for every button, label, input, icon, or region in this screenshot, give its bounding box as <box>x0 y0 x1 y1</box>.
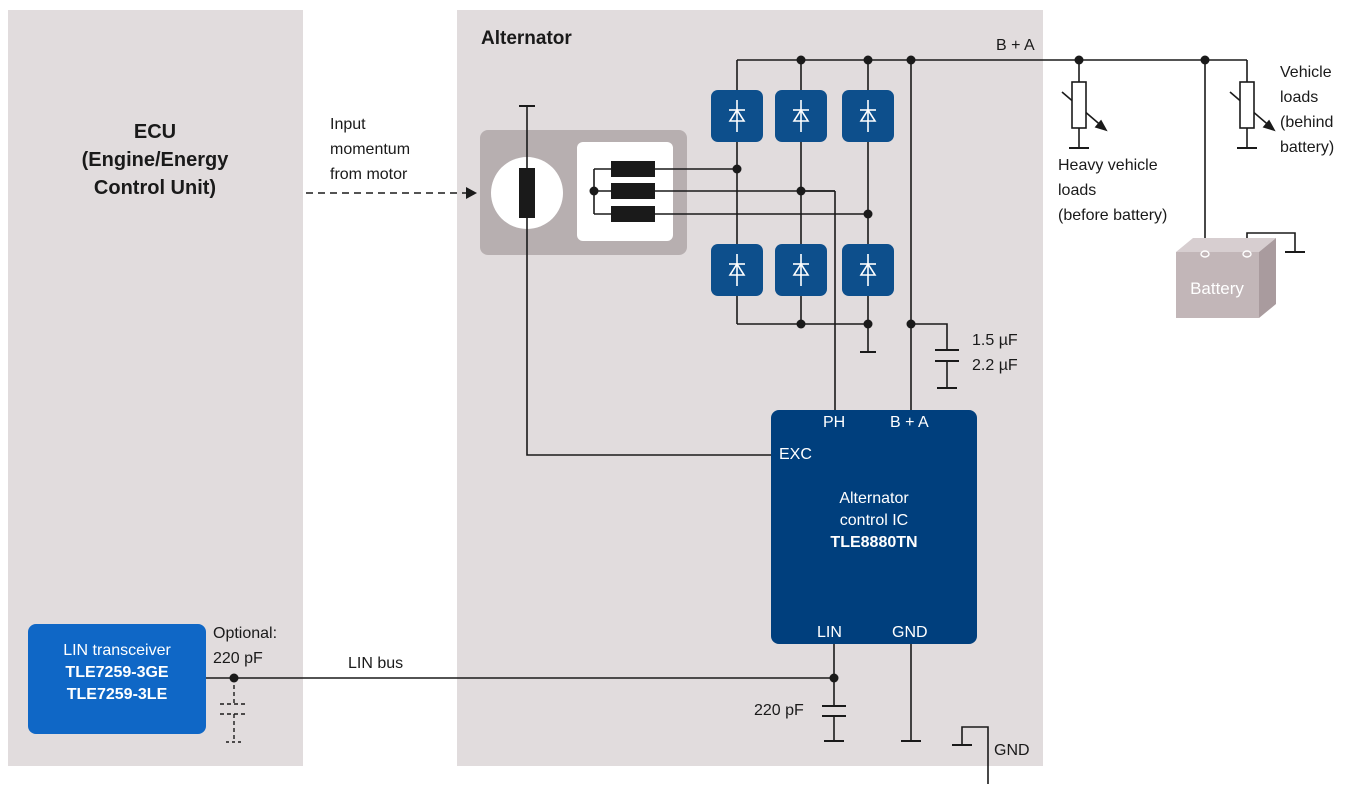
heavy-load-resistor <box>1071 81 1087 129</box>
ic-pin-gnd: GND <box>892 624 928 641</box>
stator-winding-1 <box>611 161 655 177</box>
junction-dot <box>229 673 239 683</box>
junction-dot <box>863 209 873 219</box>
junction-dot <box>796 186 806 196</box>
ecu-title-line3: Control Unit) <box>93 177 217 199</box>
junction-dot <box>906 55 916 65</box>
heavy-loads-line1: Heavy vehicle <box>1058 157 1158 174</box>
rectifier-diode <box>711 90 763 142</box>
rectifier-diode <box>842 244 894 296</box>
battery-top <box>1176 238 1276 252</box>
ecu-title: ECU (Engine/Energy Control Unit) <box>8 118 302 202</box>
stator-winding-3 <box>611 206 655 222</box>
vehicle-load-resistor <box>1239 81 1255 129</box>
battery-terminal-pos <box>1242 250 1252 258</box>
vehicle-loads-line2: loads <box>1280 89 1319 106</box>
ic-name-line2: control IC <box>839 512 909 529</box>
rectifier-diode <box>842 90 894 142</box>
lin-bus-label: LIN bus <box>348 655 404 672</box>
input-arrowhead <box>466 187 477 199</box>
stator-winding-2 <box>611 183 655 199</box>
lin-transceiver-name: LIN transceiver <box>63 642 171 659</box>
alternator-title: Alternator <box>481 28 572 49</box>
ic-pin-ph: PH <box>823 414 846 431</box>
junction-dot <box>863 319 873 329</box>
battery-terminal-neg <box>1200 250 1210 258</box>
ic-pin-exc: EXC <box>779 446 812 463</box>
junction-dot <box>732 164 742 174</box>
junction-dot <box>1074 55 1084 65</box>
lin-transceiver: LIN transceiver TLE7259-3GE TLE7259-3LE <box>28 624 206 734</box>
ic-name-line1: Alternator <box>839 490 909 507</box>
heavy-loads-line2: loads <box>1058 182 1097 199</box>
junction-dot <box>829 673 839 683</box>
input-label-line3: from motor <box>330 166 408 183</box>
heavy-loads-line3: (before battery) <box>1058 207 1168 224</box>
lin-transceiver-part1: TLE7259-3GE <box>65 664 169 681</box>
junction-dot <box>796 55 806 65</box>
ic-pin-lin: LIN <box>817 624 842 641</box>
rectifier-diode <box>711 244 763 296</box>
lin-cap-label: 220 pF <box>754 702 804 719</box>
junction-dot <box>796 319 806 329</box>
gnd-label: GND <box>994 742 1030 759</box>
junction-dot <box>589 186 599 196</box>
cap-label-1: 1.5 µF <box>972 332 1018 349</box>
junction-dot <box>1200 55 1210 65</box>
ecu-title-line2: (Engine/Energy <box>81 149 229 171</box>
alternator-control-ic: PH B + A EXC Alternator control IC TLE88… <box>771 410 977 644</box>
ic-label: Alternator control IC TLE8880TN <box>771 488 977 554</box>
vehicle-loads-line3: (behind <box>1280 114 1334 131</box>
cap-label-2: 2.2 µF <box>972 357 1018 374</box>
ic-part-number: TLE8880TN <box>830 534 918 551</box>
junction-dot <box>906 319 916 329</box>
bus-ba-label: B + A <box>996 37 1035 54</box>
ic-pin-ba: B + A <box>890 414 929 431</box>
rectifier-diode <box>775 244 827 296</box>
rectifier-diode <box>775 90 827 142</box>
junction-dot <box>863 55 873 65</box>
battery-body <box>1176 252 1259 318</box>
battery-side <box>1259 238 1276 318</box>
rotor-winding <box>519 168 535 218</box>
input-label-line1: Input <box>330 116 366 133</box>
vehicle-loads-line1: Vehicle <box>1280 64 1332 81</box>
battery-label: Battery <box>1190 279 1244 298</box>
ecu-title-line1: ECU <box>133 121 177 143</box>
vehicle-loads-line4: battery) <box>1280 139 1335 156</box>
optional-label-line1: Optional: <box>213 625 278 642</box>
optional-label-line2: 220 pF <box>213 650 263 667</box>
lin-transceiver-part2: TLE7259-3LE <box>66 686 168 703</box>
input-label-line2: momentum <box>330 141 411 158</box>
